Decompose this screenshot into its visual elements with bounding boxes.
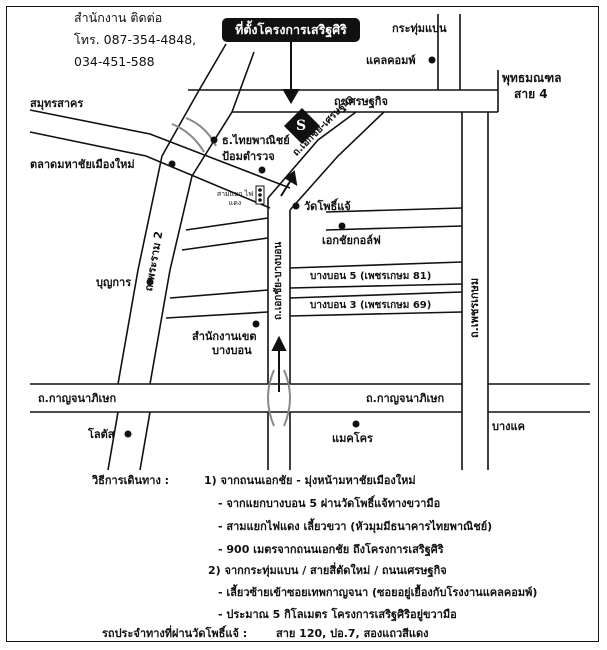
label-sai4: สาย 4 — [514, 87, 548, 101]
label-krathum-baen: กระทุ่มแบน — [392, 22, 447, 35]
label-calcomp: แคลคอมพ์ — [366, 54, 416, 67]
road-bangbon5-top — [289, 261, 463, 269]
label-wat-phoji: วัดโพธิ์แจ้ — [304, 200, 351, 213]
road-ekachai-setthakit-left — [267, 111, 357, 199]
arrow-route-diagonal-head — [284, 170, 298, 186]
dot-mahachai-market — [168, 160, 176, 168]
label-road-setthakit: ถ.เศรษฐกิจ — [334, 95, 388, 108]
label-makro: แมคโคร — [332, 432, 373, 445]
label-samut-sakhon: สมุทรสาคร — [30, 97, 84, 110]
overpass-bangbon-arc-2 — [283, 369, 291, 427]
dot-wat-phoji — [292, 202, 300, 210]
directions-route-2: 2) จากกระทุ่มแบน / สายสี่ตัดใหม่ / ถนนเศ… — [208, 564, 447, 577]
label-road-kanchana-right: ถ.กาญจนาภิเษก — [366, 392, 445, 405]
label-lotus: โลตัส — [88, 428, 115, 441]
dot-district-office — [252, 320, 260, 328]
directions-heading: วิธีการเดินทาง : — [92, 474, 170, 487]
label-road-bangbon5: บางบอน 5 (เพชรเกษม 81) — [310, 271, 432, 282]
arrow-to-project-head — [282, 89, 300, 104]
label-bunyakan: บุญการ — [96, 276, 132, 289]
contact-office: สำนักงาน ติดต่อ — [74, 10, 163, 25]
traffic-light-icon — [255, 185, 265, 205]
overpass-rama2-arc-1 — [171, 123, 205, 153]
road-bangbon3-top — [289, 291, 463, 299]
project-title-box: ที่ตั้งโครงการเสริฐศิริ — [222, 18, 360, 42]
arrow-route-bangbon-head — [271, 335, 287, 351]
overpass-bangbon-arc-1 — [267, 369, 275, 427]
label-district-office-2: บางบอน — [212, 344, 252, 357]
road-ekachai-setthakit-right — [289, 111, 385, 211]
road-rama2-left — [117, 43, 227, 385]
road-side-right-1 — [325, 207, 463, 213]
dot-calcomp — [428, 56, 436, 64]
road-side-1b — [181, 237, 269, 251]
dot-police — [258, 166, 266, 174]
directions-route-1-step-b: - สามแยกไฟแดง เลี้ยวขวา (หัวมุมมีธนาคารไ… — [218, 520, 493, 533]
label-police: ป้อมตำรวจ — [222, 150, 275, 163]
directions-route-1-step-c: - 900 เมตรจากถนนเอกชัย ถึงโครงการเสริฐศิ… — [218, 543, 444, 556]
road-side-2 — [169, 289, 269, 299]
contact-phone-2: 034-451-588 — [74, 54, 155, 69]
dot-lotus — [124, 430, 132, 438]
label-traffic-light: สามแยก ไฟแดง — [216, 190, 254, 207]
label-road-kanchana-left: ถ.กาญจนาภิเษก — [38, 392, 117, 405]
arrow-route-diagonal-shaft — [280, 179, 292, 197]
label-ekachai-golf: เอกชัยกอล์ฟ — [322, 234, 381, 247]
label-road-petchkasem: ถ.เพชรเกษม — [468, 277, 481, 338]
directions-bus-label: รถประจำทางที่ผ่านวัดโพธิ์แจ้ : — [102, 627, 248, 640]
project-logo-letter: S — [296, 118, 307, 134]
label-phutthamonthon: พุทธมณฑล — [502, 71, 562, 85]
road-samut-sakhon-top — [29, 109, 291, 189]
label-district-office-1: สำนักงานเขต — [192, 330, 257, 343]
directions-route-1: 1) จากถนนเอกชัย - มุ่งหน้ามหาชัยเมืองใหม… — [204, 474, 416, 487]
label-thai-panich: ธ.ไทยพาณิชย์ — [222, 134, 290, 147]
dot-thai-panich — [210, 136, 218, 144]
road-bangbon3-bottom — [289, 311, 463, 317]
directions-route-2-step-a: - เลี้ยวซ้ายเข้าซอยเทพกาญจนา (ซอยอยู่เยื… — [218, 586, 538, 599]
dot-ekachai-golf — [338, 222, 346, 230]
label-road-ekachai-bangbon: ถ.เอกชัย-บางบอน — [273, 241, 284, 320]
dot-makro — [352, 420, 360, 428]
label-road-bangbon3: บางบอน 3 (เพชรเกษม 69) — [310, 300, 432, 311]
road-rama2-lower-left — [107, 411, 119, 471]
road-side-2b — [165, 311, 269, 319]
directions-route-1-step-a: - จากแยกบางบอน 5 ผ่านวัดโพธิ์แจ้ทางขวามื… — [218, 497, 441, 510]
label-bang-khae: บางแค — [492, 420, 525, 433]
road-rama2-lower-right — [139, 411, 151, 471]
label-mahachai-market: ตลาดมหาชัยเมืองใหม่ — [30, 158, 135, 171]
road-samut-sakhon-bottom — [29, 131, 271, 209]
road-bangbon5-bottom — [289, 283, 463, 289]
directions-route-2-step-b: - ประมาณ 5 กิโลเมตร โครงการเสริฐศิริอยู่… — [218, 608, 457, 621]
dot-bunyakan — [146, 278, 154, 286]
project-logo-icon — [284, 108, 320, 144]
directions-bus-lines: สาย 120, ปอ.7, สองแถวสีแดง — [276, 627, 429, 640]
road-side-1 — [185, 217, 269, 231]
map-frame — [6, 6, 599, 642]
contact-phone-1: โทร. 087-354-4848, — [74, 32, 197, 47]
road-side-right-1b — [325, 225, 463, 231]
